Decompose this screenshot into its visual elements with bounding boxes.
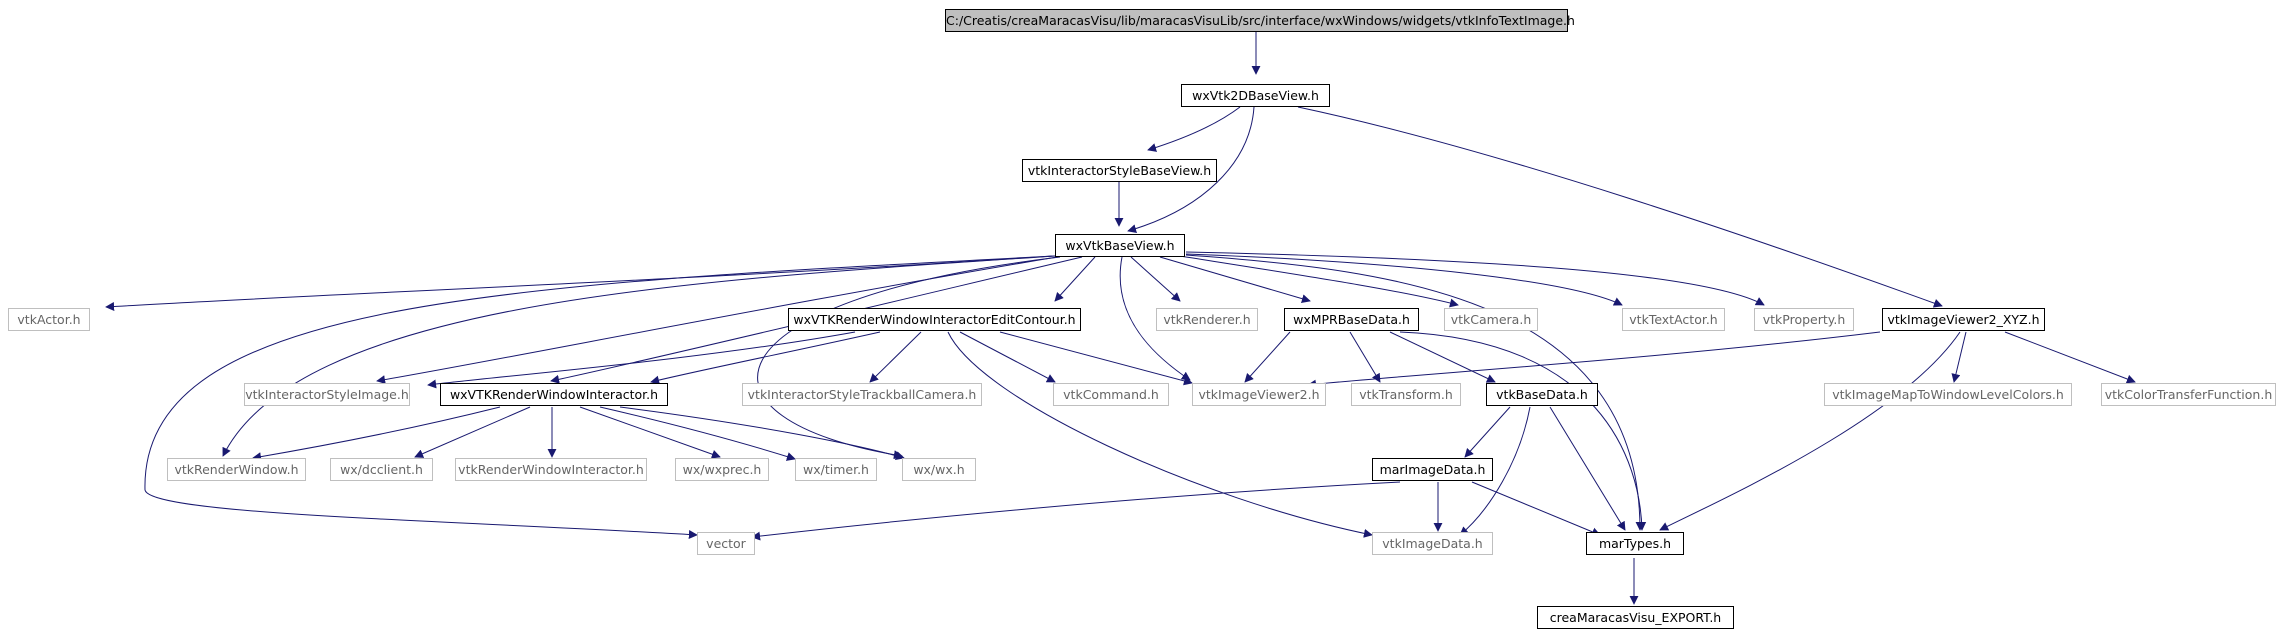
- node-vtkRenderer[interactable]: vtkRenderer.h: [1156, 308, 1258, 331]
- edge-wxVtkBaseView-to-vtkImageViewer2: [1119, 256, 1191, 381]
- edge-wxVtkBaseView-to-wxMPRBaseData: [1159, 256, 1311, 304]
- edge-wxVtk2DBaseView-to-vtkImageViewer2_XYZ: [1297, 106, 1943, 308]
- node-vtkImageMapToWindowLevelColors[interactable]: vtkImageMapToWindowLevelColors.h: [1824, 383, 2072, 406]
- edge-wxVTKRWI-to-vtkRenderWindow: [252, 406, 501, 462]
- edge-XYZ-to-vtkImageViewer2: [1307, 331, 1881, 389]
- edge-XYZ-to-vtkColorTransferFunction: [2004, 331, 2136, 384]
- node-vtkCamera[interactable]: vtkCamera.h: [1444, 308, 1538, 331]
- edge-wxMPRBaseData-to-vtkImageViewer2: [1244, 331, 1291, 383]
- node-vtkRenderWindow[interactable]: vtkRenderWindow.h: [167, 458, 306, 481]
- node-wx-dcclient[interactable]: wx/dcclient.h: [330, 458, 433, 481]
- edge-wxVtkBaseView-to-vtkCamera: [1179, 255, 1459, 308]
- edge-EditContour-to-vtkImageData: [947, 331, 1373, 538]
- node-vtkBaseData[interactable]: vtkBaseData.h: [1486, 383, 1598, 406]
- edge-wxVtkBaseView-to-vtkActor: [105, 255, 1053, 311]
- edge-wxMPRBaseData-to-vtkTransform: [1349, 331, 1381, 383]
- edge-vtkBaseData-to-marImageData: [1464, 406, 1511, 458]
- node-vector[interactable]: vector: [697, 532, 755, 555]
- node-creaMaracasVisu_EXPORT[interactable]: creaMaracasVisu_EXPORT.h: [1537, 606, 1734, 629]
- edge-wxVtkBaseView-to-wxVTKRenderWindowInteractorEditContour: [1054, 256, 1096, 302]
- node-vtkImageViewer2_XYZ[interactable]: vtkImageViewer2_XYZ.h: [1882, 308, 2045, 331]
- edge-vtkBaseData-to-vtkImageData: [1459, 406, 1531, 536]
- edge-wxVTKRWI-to-wxwx: [619, 406, 905, 461]
- edge-EditContour-to-vtkCommand: [959, 331, 1056, 383]
- edge-wxVTKRWI-to-wxdcclient: [414, 406, 531, 458]
- node-wx-timer[interactable]: wx/timer.h: [795, 458, 877, 481]
- node-vtkProperty[interactable]: vtkProperty.h: [1754, 308, 1854, 331]
- node-wx-wx[interactable]: wx/wx.h: [902, 458, 976, 481]
- node-marTypes[interactable]: marTypes.h: [1586, 532, 1684, 555]
- edge-wxVtkBaseView-to-vtkRenderWindow: [222, 255, 1056, 457]
- node-vtkInfoTextImage[interactable]: C:/Creatis/creaMaracasVisu/lib/maracasVi…: [945, 9, 1575, 32]
- edge-marImageData-to-marTypes: [1471, 481, 1601, 537]
- node-wx-wxprec[interactable]: wx/wxprec.h: [675, 458, 769, 481]
- node-vtkTransform[interactable]: vtkTransform.h: [1351, 383, 1461, 406]
- node-vtkImageViewer2[interactable]: vtkImageViewer2.h: [1192, 383, 1326, 406]
- edge-wxVtk2DBaseView-to-vtkInteractorStyleBaseView: [1147, 106, 1241, 152]
- node-wxVtkBaseView[interactable]: wxVtkBaseView.h: [1055, 234, 1185, 257]
- node-vtkTextActor[interactable]: vtkTextActor.h: [1622, 308, 1725, 331]
- edge-EditContour-to-vtkInteractorStyleTrackballCamera: [869, 331, 922, 383]
- edge-marImageData-to-vector: [751, 481, 1401, 541]
- edge-wxMPRBaseData-to-marTypes: [1399, 331, 1647, 531]
- edge-EditContour-to-wxVTKRenderWindowInteractor: [650, 331, 881, 385]
- node-vtkActor[interactable]: vtkActor.h: [8, 308, 90, 331]
- edge-wxMPRBaseData-to-vtkBaseData: [1389, 331, 1496, 383]
- node-wxMPRBaseData[interactable]: wxMPRBaseData.h: [1284, 308, 1419, 331]
- edge-wxVtkBaseView-to-vtkTextActor: [1185, 253, 1623, 306]
- node-vtkCommand[interactable]: vtkCommand.h: [1053, 383, 1169, 406]
- edge-wxVtkBaseView-to-vtkProperty: [1185, 251, 1765, 306]
- node-wxVTKRenderWindowInteractor[interactable]: wxVTKRenderWindowInteractor.h: [440, 383, 668, 406]
- edge-wxVtkBaseView-to-wxwx: [757, 256, 1061, 460]
- edge-XYZ-to-marTypes: [1659, 331, 1961, 531]
- edge-wxVtk2DBaseView-to-wxVtkBaseView: [1127, 106, 1255, 234]
- node-vtkInteractorStyleBaseView[interactable]: vtkInteractorStyleBaseView.h: [1022, 159, 1217, 182]
- edge-wxVtkBaseView-to-vector: [144, 255, 1056, 540]
- node-marImageData[interactable]: marImageData.h: [1372, 458, 1493, 481]
- edge-EditContour-to-vtkInteractorStyleImage: [427, 331, 856, 389]
- edge-wxVtkBaseView-to-vtkRenderer: [1130, 256, 1181, 302]
- edge-wxVtkBaseView-to-vtkInteractorStyleImage: [376, 256, 1058, 385]
- edge-wxVTKRWI-to-wxwxprec: [579, 406, 721, 459]
- node-vtkColorTransferFunction[interactable]: vtkColorTransferFunction.h: [2101, 383, 2276, 406]
- node-wxVTKRenderWindowInteractorEditContour[interactable]: wxVTKRenderWindowInteractorEditContour.h: [788, 308, 1081, 331]
- node-vtkInteractorStyleTrackballCamera[interactable]: vtkInteractorStyleTrackballCamera.h: [742, 383, 982, 406]
- node-vtkRenderWindowInteractor[interactable]: vtkRenderWindowInteractor.h: [455, 458, 647, 481]
- node-vtkImageData[interactable]: vtkImageData.h: [1372, 532, 1493, 555]
- edge-wxVtkBaseView-to-wxVTKRenderWindowInteractor: [550, 256, 1083, 384]
- edge-XYZ-to-vtkImageMapToWindowLevelColors: [1951, 331, 1967, 383]
- edge-wxVTKRWI-to-wxtimer: [599, 406, 796, 461]
- node-wxVtk2DBaseView[interactable]: wxVtk2DBaseView.h: [1181, 84, 1330, 107]
- edge-EditContour-to-vtkImageViewer2: [999, 331, 1193, 386]
- edge-vtkBaseData-to-marTypes: [1549, 406, 1626, 531]
- node-vtkInteractorStyleImage[interactable]: vtkInteractorStyleImage.h: [244, 383, 410, 406]
